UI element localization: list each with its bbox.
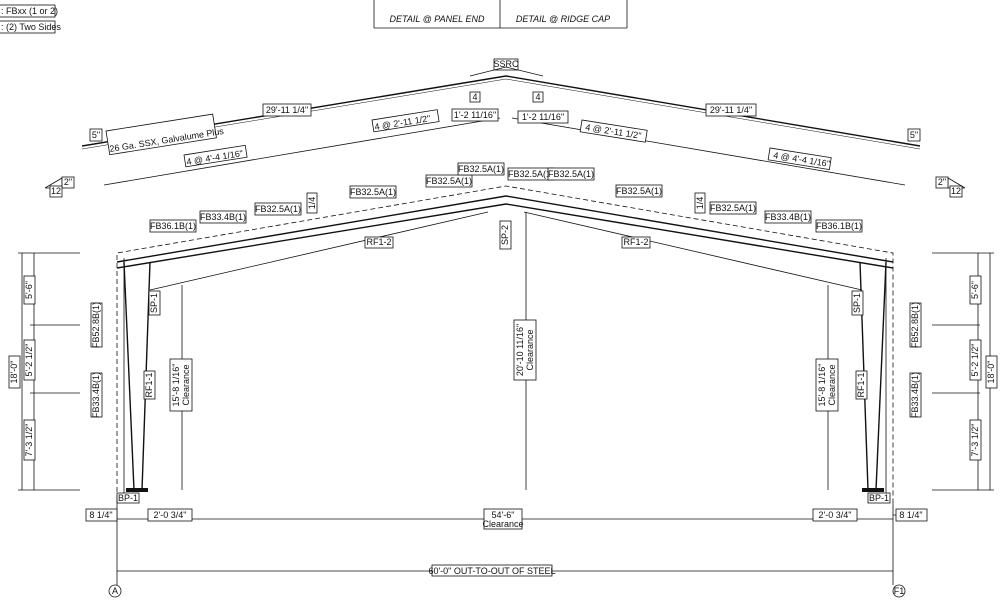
- svg-text:7'-3 1/2": 7'-3 1/2": [24, 424, 34, 457]
- slope-indicator-right: 2" 12: [935, 176, 966, 198]
- span-dims: 8 1/4" 8 1/4" 2'-0 3/4" 2'-0 3/4" 54'-6"…: [85, 500, 928, 585]
- edge-rise-left: 5": [92, 130, 100, 140]
- steel-outline: [116, 185, 894, 500]
- svg-text:18'-0": 18'-0": [9, 361, 19, 384]
- svg-text:18'-0": 18'-0": [986, 361, 996, 384]
- svg-text:2'-0 3/4": 2'-0 3/4": [154, 510, 187, 520]
- column-right-label: RF1-1: [856, 372, 866, 397]
- ridge-offset-right: 1'-2 11/16": [522, 112, 564, 122]
- column-left-label: RF1-1: [144, 372, 154, 397]
- svg-text:7'-3 1/2": 7'-3 1/2": [970, 424, 980, 457]
- clearance-dims: 15'-8 1/16" Clearance 15'-8 1/16" Cleara…: [169, 212, 839, 490]
- height-dims-right: 18'-0" 5'-6" 5'-2 1/2" 7'-3 1/2": [932, 252, 998, 491]
- svg-text:Clearance: Clearance: [181, 364, 191, 405]
- svg-text:2": 2": [64, 177, 72, 187]
- svg-text:5'-6": 5'-6": [970, 281, 980, 299]
- svg-text:8 1/4": 8 1/4": [899, 510, 922, 520]
- slope-indicator-left: 2" 12: [44, 176, 75, 198]
- flange-braces-columns: FB52.8B(1) FB33.4B(1) FB52.8B(1) FB33.4B…: [90, 302, 922, 418]
- svg-text:12: 12: [951, 186, 961, 196]
- svg-text:FB32.5A(1): FB32.5A(1): [426, 176, 472, 186]
- svg-text:FB32.5A(1): FB32.5A(1): [350, 187, 396, 197]
- svg-text:FB33.4B(1): FB33.4B(1): [91, 372, 101, 418]
- svg-text:54'-6": 54'-6": [492, 510, 515, 520]
- svg-text:12: 12: [51, 186, 61, 196]
- splice-left-label: SP-1: [149, 293, 159, 313]
- svg-text:FB32.5A(1): FB32.5A(1): [548, 169, 594, 179]
- svg-text:FB32.5A(1): FB32.5A(1): [616, 186, 662, 196]
- svg-text:FB52.8B(1): FB52.8B(1): [91, 302, 101, 348]
- legend-line-1: : FBxx (1 or 2): [1, 6, 58, 16]
- svg-text:5'-6": 5'-6": [24, 281, 34, 299]
- svg-text:FB36.1B(1): FB36.1B(1): [816, 221, 862, 231]
- detail-references: DETAIL @ PANEL END DETAIL @ RIDGE CAP: [373, 0, 628, 29]
- rafter-left-label: RF1-2: [366, 237, 391, 247]
- svg-text:Clearance: Clearance: [482, 519, 523, 529]
- svg-text:FB32.5A(1): FB32.5A(1): [508, 169, 554, 179]
- svg-text:2'-0 3/4": 2'-0 3/4": [819, 510, 852, 520]
- ridge-offset-left: 1'-2 11/16": [454, 110, 496, 120]
- detail-panel-end: DETAIL @ PANEL END: [389, 14, 485, 24]
- edge-rise-right: 5": [910, 130, 918, 140]
- svg-text:8 1/4": 8 1/4": [89, 510, 112, 520]
- rafter-right-label: RF1-2: [623, 237, 648, 247]
- svg-text:Clearance: Clearance: [827, 364, 837, 405]
- legend-line-2: : (2) Two Sides: [1, 22, 61, 32]
- roof-length-right: 29'-11 1/4": [710, 105, 752, 115]
- svg-text:FB32.5A(1): FB32.5A(1): [710, 203, 756, 213]
- svg-text:5'-2 1/2": 5'-2 1/2": [24, 344, 34, 377]
- svg-text:15'-8 1/16": 15'-8 1/16": [817, 364, 827, 407]
- svg-text:FB32.5A(1): FB32.5A(1): [255, 204, 301, 214]
- roof-length-left: 29'-11 1/4": [266, 105, 308, 115]
- slope-rise-left: 4: [472, 92, 477, 102]
- splice-ridge-label: SP-2: [500, 225, 510, 245]
- svg-text:FB36.1B(1): FB36.1B(1): [150, 221, 196, 231]
- svg-text:FB33.4B(1): FB33.4B(1): [765, 212, 811, 222]
- detail-ridge-cap: DETAIL @ RIDGE CAP: [516, 14, 610, 24]
- splice-right-label: SP-1: [852, 293, 862, 313]
- svg-text:1/4: 1/4: [307, 197, 317, 210]
- base-plate-right: BP-1: [869, 493, 889, 503]
- base-plate-left: BP-1: [118, 493, 138, 503]
- svg-text:FB33.4B(1): FB33.4B(1): [200, 212, 246, 222]
- gridline-f1: F1: [894, 586, 905, 596]
- flange-braces-rafters: FB36.1B(1) FB33.4B(1) FB32.5A(1) FB32.5A…: [149, 162, 863, 233]
- svg-text:1/4: 1/4: [695, 197, 705, 210]
- slope-rise-right: 4: [535, 92, 540, 102]
- height-dims-left: 18'-0" 5'-6" 5'-2 1/2" 7'-3 1/2": [8, 252, 80, 491]
- ridge-cap-label: SSRC: [493, 59, 519, 69]
- svg-text:FB52.8B(1): FB52.8B(1): [910, 302, 920, 348]
- svg-text:FB33.4B(1): FB33.4B(1): [910, 372, 920, 418]
- svg-text:2": 2": [938, 177, 946, 187]
- overall-width: 60'-0" OUT-TO-OUT OF STEEL: [428, 566, 555, 576]
- svg-text:20'-10 11/16": 20'-10 11/16": [515, 324, 525, 376]
- svg-text:FB32.5A(1): FB32.5A(1): [458, 164, 504, 174]
- rafter-frame: [116, 195, 894, 291]
- svg-text:Clearance: Clearance: [525, 329, 535, 370]
- svg-text:15'-8 1/16": 15'-8 1/16": [171, 364, 181, 407]
- gridline-a: A: [112, 586, 118, 596]
- legend: : FBxx (1 or 2) : (2) Two Sides: [0, 4, 61, 34]
- columns: [123, 261, 887, 492]
- svg-text:5'-2 1/2": 5'-2 1/2": [970, 344, 980, 377]
